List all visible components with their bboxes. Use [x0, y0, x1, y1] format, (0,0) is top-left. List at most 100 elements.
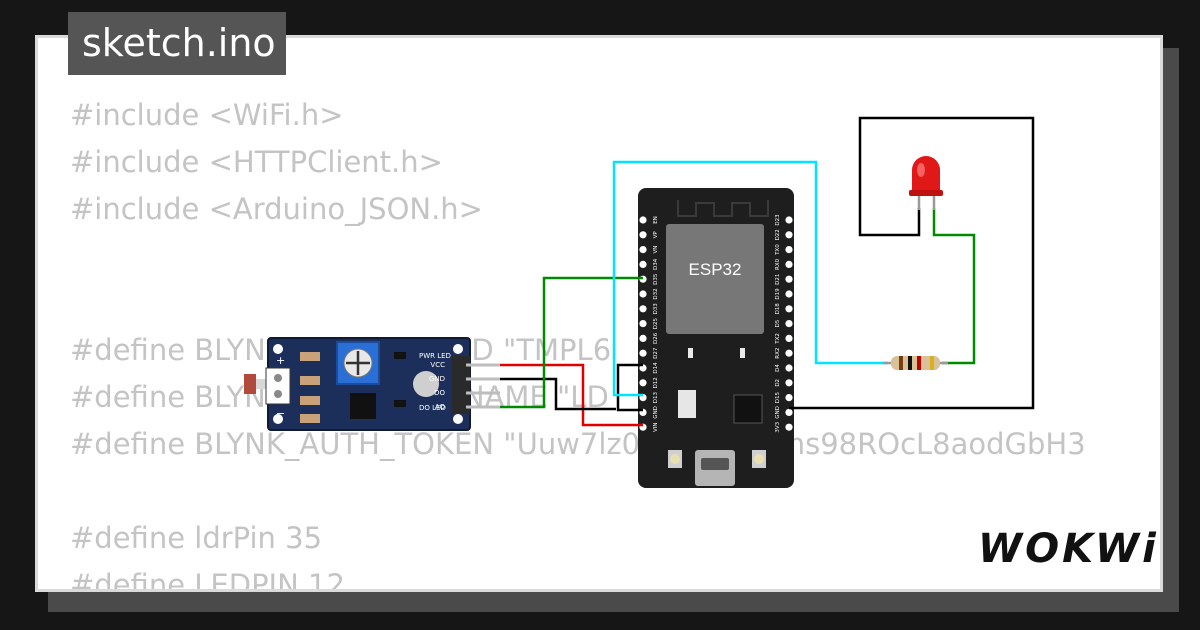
mount-hole: [273, 414, 283, 424]
boot-button-cap[interactable]: [670, 454, 680, 464]
pin-label-ao: AO: [435, 403, 446, 411]
photoresistor-leads: [256, 379, 266, 389]
esp32-pin-label: D32: [653, 288, 659, 299]
resistor-band: [908, 356, 912, 370]
pin-label-do: DO: [434, 389, 445, 397]
comparator-chip: [350, 393, 376, 419]
esp32-pin-label: D26: [653, 332, 659, 344]
wire-ao-to-d35[interactable]: [500, 276, 643, 409]
esp32-pin-d4[interactable]: [785, 364, 793, 372]
esp32-right-pins[interactable]: D23D22TX0RX0D21D19D18D5TX2RX2D4D2D15GND3…: [775, 214, 793, 433]
resistor-body[interactable]: [891, 356, 940, 370]
mount-hole: [273, 344, 283, 354]
file-tab[interactable]: sketch.ino: [68, 12, 286, 75]
esp32-left-pins[interactable]: ENVPVND34D35D32D33D25D26D27D14D12D13GNDV…: [639, 216, 659, 432]
circuit-diagram[interactable]: + − PWR LED DO LED VCC GND DO AO: [38, 38, 1163, 592]
code-line: #define ldrPin 35: [70, 521, 323, 555]
code-line: #define LEDPIN 12: [70, 568, 345, 592]
esp32-pin-label: RX2: [775, 348, 781, 359]
project-preview-card[interactable]: #include <WiFi.h>#include <HTTPClient.h>…: [35, 35, 1163, 592]
led-highlight: [917, 163, 925, 177]
esp32-label: ESP32: [689, 260, 742, 279]
esp32-pin-d5[interactable]: [785, 320, 793, 328]
red-led[interactable]: [909, 156, 943, 210]
led-body[interactable]: [912, 156, 940, 193]
ldr-socket: [265, 367, 291, 405]
esp32-pin-d25[interactable]: [639, 320, 647, 328]
esp32-pin-label: 3V3: [775, 421, 781, 432]
ldr-sensor-module[interactable]: + − PWR LED DO LED VCC GND DO AO: [244, 337, 500, 431]
esp32-pin-label: D22: [775, 229, 781, 240]
esp32-pin-label: D4: [775, 364, 781, 372]
esp32-pin-d32[interactable]: [639, 290, 647, 298]
esp32-pin-d2[interactable]: [785, 379, 793, 387]
esp32-pin-label: D12: [653, 377, 659, 388]
esp32-pin-label: D5: [775, 319, 781, 327]
code-line: #define BLYNK_AUTH_TOKEN "Uuw7lz0KRdlWai…: [70, 427, 1086, 461]
code-line: #include <Arduino_JSON.h>: [70, 192, 483, 226]
esp32-pin-tx0[interactable]: [785, 246, 793, 254]
esp32-pin-label: VN: [653, 246, 659, 254]
pin-label-vcc: VCC: [430, 361, 445, 369]
esp32-module-shield: [666, 224, 764, 334]
usb-uart-chip: [733, 394, 763, 424]
pwr-led: [413, 371, 439, 397]
socket-pin: [274, 374, 282, 382]
smd-part: [394, 352, 406, 359]
smd-part: [394, 400, 406, 407]
code-preview: #include <WiFi.h>#include <HTTPClient.h>…: [70, 92, 1086, 592]
esp32-pin-d27[interactable]: [639, 349, 647, 357]
wire-resistor-to-led[interactable]: [932, 208, 976, 365]
led-rim: [909, 190, 943, 196]
esp32-pin-rx2[interactable]: [785, 349, 793, 357]
socket-pin: [274, 390, 282, 398]
esp32-pin-label: GND: [775, 406, 781, 419]
esp32-pin-d23[interactable]: [785, 216, 793, 224]
esp32-pin-label: D33: [653, 303, 659, 315]
wire-vcc[interactable]: [500, 363, 643, 427]
esp32-pin-vn[interactable]: [639, 246, 647, 254]
esp32-pin-d22[interactable]: [785, 231, 793, 239]
en-button-cap[interactable]: [754, 454, 764, 464]
resistor-band: [917, 356, 921, 370]
esp32-pin-label: D23: [775, 214, 781, 226]
esp32-pin-label: D15: [775, 391, 781, 403]
pin-header: [452, 356, 470, 414]
esp32-pin-d15[interactable]: [785, 394, 793, 402]
pwr-led-label: PWR LED: [419, 352, 451, 360]
resistor-smd: [300, 414, 320, 423]
esp32-pin-label: RX0: [775, 258, 781, 270]
esp32-pin-d21[interactable]: [785, 275, 793, 283]
wire-gnd-module[interactable]: [500, 377, 616, 411]
resistor-band: [930, 356, 934, 370]
esp32-pin-rx0[interactable]: [785, 260, 793, 268]
voltage-regulator: [678, 390, 696, 418]
antenna-trace: [677, 200, 769, 217]
wire-gnd[interactable]: [616, 363, 643, 412]
esp32-pin-vp[interactable]: [639, 231, 647, 239]
wire-led-to-gnd[interactable]: [789, 116, 1035, 410]
esp32-pin-label: D21: [775, 274, 781, 285]
esp32-pin-label: D27: [653, 347, 659, 359]
esp32-pin-d33[interactable]: [639, 305, 647, 313]
esp32-board[interactable]: ESP32 ENVPVND34D35D32D33D25D26D27D14D12D…: [638, 188, 794, 488]
esp32-pin-label: D14: [653, 362, 659, 374]
esp32-pin-3v3[interactable]: [785, 423, 793, 431]
wires[interactable]: [500, 116, 1035, 427]
resistor[interactable]: [883, 356, 948, 370]
esp32-pin-label: TX2: [775, 333, 781, 345]
resistor-smd: [300, 376, 320, 385]
esp32-pin-label: VP: [653, 231, 659, 239]
wire-d12-to-resistor[interactable]: [612, 160, 888, 397]
esp32-pin-d18[interactable]: [785, 305, 793, 313]
esp32-pin-gnd[interactable]: [785, 408, 793, 416]
esp32-pin-en[interactable]: [639, 216, 647, 224]
wokwi-logo: WOKWi: [978, 526, 1159, 572]
esp32-pin-d12[interactable]: [639, 379, 647, 387]
esp32-pin-d34[interactable]: [639, 260, 647, 268]
photoresistor[interactable]: [244, 374, 256, 394]
esp32-pin-label: D18: [775, 303, 781, 315]
esp32-pin-d19[interactable]: [785, 290, 793, 298]
esp32-pin-tx2[interactable]: [785, 334, 793, 342]
esp32-pin-d26[interactable]: [639, 334, 647, 342]
